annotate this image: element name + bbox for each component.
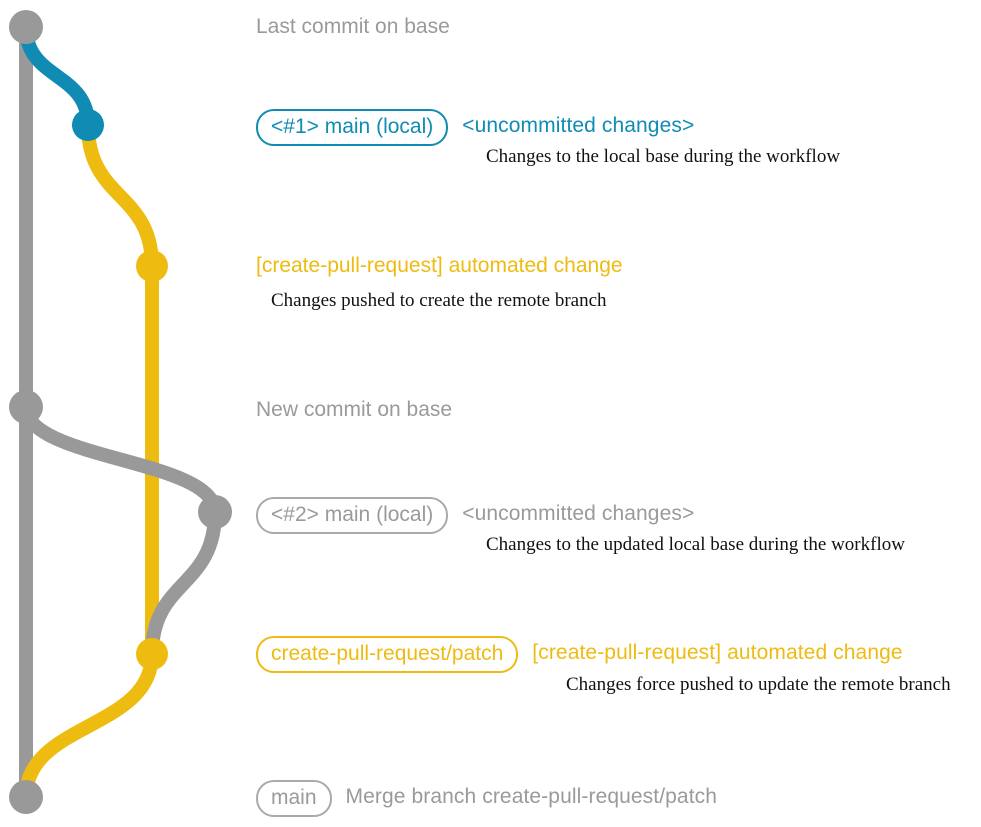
label-remote-branch-updated: [create-pull-request] automated change: [532, 641, 903, 664]
edge-remote-update-to-merge: [19, 647, 159, 804]
commit-node-base-new[interactable]: [9, 390, 43, 424]
subtext-local-change-1: Changes to the local base during the wor…: [486, 146, 841, 167]
subtext-local-change-2: Changes to the updated local base during…: [486, 534, 905, 555]
edge-base-to-local1: [19, 20, 95, 132]
edge-local1-to-remote-create: [81, 118, 159, 273]
commit-node-base-merge[interactable]: [9, 780, 43, 814]
subtext-remote-branch-created: Changes pushed to create the remote bran…: [271, 290, 607, 311]
branch-pill-local-2[interactable]: <#2> main (local): [256, 497, 449, 534]
branch-pill-local-1[interactable]: <#1> main (local): [256, 109, 449, 146]
commit-node-remote-update[interactable]: [136, 638, 168, 670]
commit-node-remote-create[interactable]: [136, 250, 168, 282]
row-local-change-2: <#2> main (local) <uncommitted changes>: [256, 497, 694, 534]
label-new-commit-on-base: New commit on base: [256, 398, 453, 421]
row-merge-to-main: main Merge branch create-pull-request/pa…: [256, 780, 717, 817]
row-remote-branch-updated: create-pull-request/patch [create-pull-r…: [256, 636, 903, 673]
commit-node-local-1[interactable]: [72, 109, 104, 141]
label-merge-branch: Merge branch create-pull-request/patch: [345, 785, 718, 808]
label-uncommitted-changes-1: <uncommitted changes>: [462, 114, 695, 137]
commit-node-base-head[interactable]: [9, 10, 43, 44]
label-uncommitted-changes-2: <uncommitted changes>: [462, 502, 695, 525]
commit-node-local-2[interactable]: [198, 495, 232, 529]
subtext-remote-branch-updated: Changes force pushed to update the remot…: [566, 674, 951, 695]
branch-pill-main[interactable]: main: [256, 780, 332, 817]
commit-graph: [9, 10, 232, 814]
label-remote-branch-created: [create-pull-request] automated change: [256, 254, 623, 277]
branch-pill-create-pull-request-patch[interactable]: create-pull-request/patch: [256, 636, 519, 673]
edge-local2-to-remote-update: [145, 505, 222, 661]
edge-base-to-local2: [19, 400, 222, 519]
label-last-commit-on-base: Last commit on base: [256, 15, 450, 38]
row-local-change-1: <#1> main (local) <uncommitted changes>: [256, 109, 694, 146]
